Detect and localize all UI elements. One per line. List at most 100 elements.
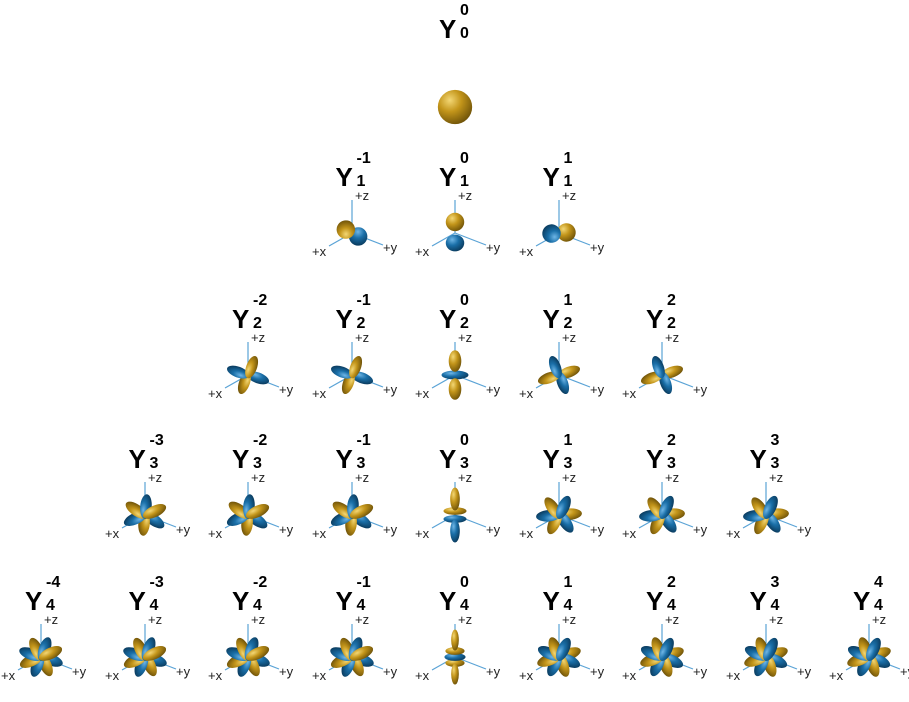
axis-z-label: +z: [355, 188, 369, 203]
harmonic-shape: +z+y+x: [617, 330, 707, 420]
axis-z-label: +z: [562, 188, 576, 203]
axis-x-label: +x: [312, 244, 327, 259]
axis-x-label: +x: [1, 668, 16, 683]
axis-x-label: +x: [415, 526, 430, 541]
axis-y-label: +y: [279, 382, 294, 397]
symbol-Y: Y: [439, 14, 456, 45]
axis-y-label: +y: [72, 664, 87, 679]
axis-y-label: +y: [590, 522, 605, 537]
axis-y-label: +y: [900, 664, 909, 679]
axis-z-label: +z: [148, 612, 162, 627]
order-m: -1: [357, 432, 371, 450]
axis-x-label: +x: [622, 526, 637, 541]
axis-y-label: +y: [279, 522, 294, 537]
harmonic-shape: +z+y+x: [410, 330, 500, 420]
axis-x-label: +x: [312, 386, 327, 401]
axis-x-label: +x: [415, 244, 430, 259]
harmonic-Y-4--2: Y-24+z+y+x: [203, 572, 293, 702]
order-m: 1: [564, 432, 573, 450]
axis-z-label: +z: [562, 330, 576, 345]
harmonic-shape: +z+y+x: [100, 612, 190, 702]
order-m: 1: [564, 574, 573, 592]
axis-x-label: +x: [312, 526, 327, 541]
axis-z-label: +z: [665, 470, 679, 485]
axis-y-label: +y: [279, 664, 294, 679]
axis-x-label: +x: [312, 668, 327, 683]
axis-y-label: +y: [383, 240, 398, 255]
harmonic-Y-3--3: Y-33+z+y+x: [100, 430, 190, 560]
harmonic-shape: +z +y +x: [410, 470, 500, 560]
harmonic-Y-2-0: Y02+z+y+x: [410, 290, 500, 420]
axis-z-label: +z: [355, 470, 369, 485]
harmonic-shape: +z +y +x: [514, 330, 604, 420]
axis-y-label: +y: [693, 382, 708, 397]
harmonic-Y-3-3: Y33+z+y+x: [721, 430, 811, 560]
harmonic-shape: +z +y +x: [307, 612, 397, 702]
order-m: -4: [46, 574, 60, 592]
axis-z-label: +z: [251, 470, 265, 485]
axis-y-label: +y: [590, 240, 605, 255]
harmonic-Y-2--1: Y-12+z+y+x: [307, 290, 397, 420]
harmonic-shape: +z+y+x: [410, 188, 500, 278]
degree-l: 0: [460, 25, 469, 43]
axis-x-label: +x: [208, 668, 223, 683]
axis-y-label: +y: [486, 522, 501, 537]
harmonic-shape: +z+y+x: [0, 612, 86, 702]
harmonic-Y-4-1: Y14+z+y+x: [514, 572, 604, 702]
axis-z-label: +z: [355, 330, 369, 345]
axes: +z +y +x: [312, 188, 398, 259]
harmonic-shape: +z +y +x: [514, 612, 604, 702]
harmonic-shape: +z+y+x: [617, 612, 707, 702]
axis-z-label: +z: [458, 470, 472, 485]
lobe: [446, 213, 464, 231]
axis-y-label: +y: [797, 522, 812, 537]
axis-x-label: +x: [519, 668, 534, 683]
lobe: [450, 487, 460, 510]
axis-x-label: +x: [519, 526, 534, 541]
harmonic-Y-3--2: Y-23+z+y+x: [203, 430, 293, 560]
axis-z-label: +z: [769, 612, 783, 627]
order-m: 1: [564, 292, 573, 310]
harmonic-Y-3-1: Y13+z+y+x: [514, 430, 604, 560]
axis-x-label: +x: [208, 526, 223, 541]
harmonic-shape: +z+y+x: [307, 330, 397, 420]
harmonic-Y-4-2: Y24+z+y+x: [617, 572, 707, 702]
axes: +z+y+x: [519, 188, 605, 259]
harmonic-Y-4-0: Y04+z+y+x: [410, 572, 500, 702]
axis-z-label: +z: [458, 330, 472, 345]
harmonic-shape: +z+y+x: [721, 470, 811, 560]
lobe: [449, 350, 462, 372]
order-m: -2: [253, 574, 267, 592]
axis-y-label: +y: [383, 664, 398, 679]
axis-z-label: +z: [562, 470, 576, 485]
harmonic-shape: +z+y+x: [203, 612, 293, 702]
axis-z-label: +z: [355, 612, 369, 627]
axis-y-label: +y: [693, 522, 708, 537]
order-m: 3: [771, 432, 780, 450]
harmonic-shape: +z +y +x: [617, 470, 707, 560]
harmonic-shape: +z +y +x: [203, 470, 293, 560]
order-m: -2: [253, 432, 267, 450]
harmonic-Y-4--1: Y-14+z+y+x: [307, 572, 397, 702]
lobe: [438, 90, 472, 124]
harmonic-Y-1-0: Y01+z+y+x: [410, 148, 500, 278]
axis-y-label: +y: [590, 382, 605, 397]
axis-x-label: +x: [519, 386, 534, 401]
order-m: 4: [874, 574, 883, 592]
harmonic-shape: +z +y +x: [307, 188, 397, 278]
axis-y-label: +y: [590, 664, 605, 679]
axis-z-label: +z: [562, 612, 576, 627]
lobe: [451, 629, 459, 650]
axis-x-label: +x: [105, 526, 120, 541]
harmonic-shape: +z+y+x: [721, 612, 811, 702]
axis-x-label: +x: [415, 668, 430, 683]
axis-z-label: +z: [872, 612, 886, 627]
axis-x-label: +x: [726, 526, 741, 541]
axis-x-label: +x: [415, 386, 430, 401]
